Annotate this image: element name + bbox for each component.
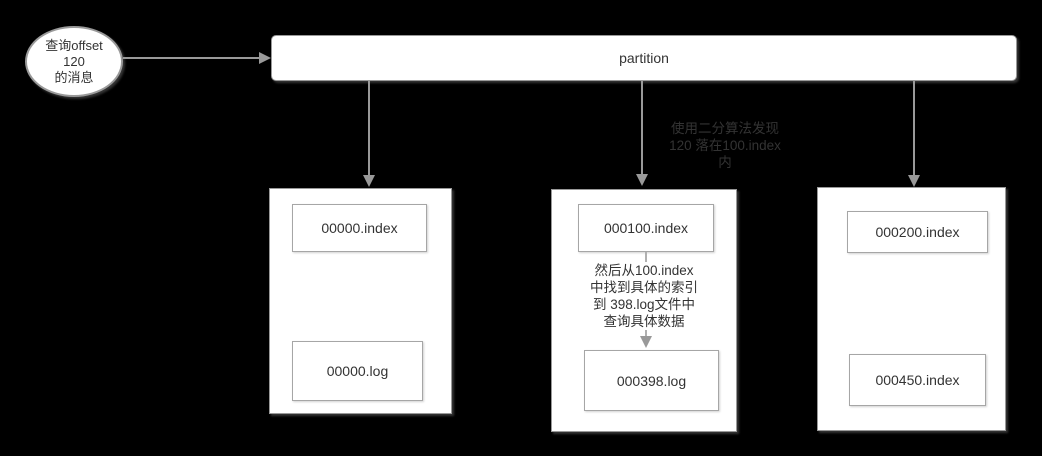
binary-search-note-line-1: 使用二分算法发现: [671, 121, 779, 136]
binary-search-note-line-2: 120 落在100.index: [669, 138, 781, 153]
arrow-query-to-partition-line: [123, 57, 259, 59]
arrow-partition-to-segment-3-head: [908, 175, 920, 187]
file-label: 000200.index: [875, 224, 960, 240]
arrow-index-to-log-head: [640, 336, 652, 348]
file-node-00000-index: 00000.index: [292, 204, 427, 252]
lookup-note-line-4: 查询具体数据: [603, 314, 685, 329]
file-label: 000450.index: [875, 372, 960, 388]
arrow-query-to-partition-head: [259, 52, 271, 64]
file-node-000450-index: 000450.index: [849, 354, 986, 406]
file-node-000398-log: 000398.log: [584, 350, 719, 411]
file-node-000100-index: 000100.index: [578, 204, 714, 252]
lookup-note-line-1: 然后从100.index: [594, 263, 694, 278]
segment-box-3: 000200.index 000450.index: [817, 187, 1006, 431]
binary-search-note-line-3: 内: [718, 155, 732, 170]
file-label: 00000.index: [321, 220, 398, 236]
file-label: 000398.log: [616, 372, 687, 389]
segment-box-1: 00000.index 00000.log: [269, 188, 452, 414]
lookup-note-line-2: 中找到具体的索引: [590, 280, 698, 295]
query-offset-line-1: 查询offset: [45, 37, 103, 53]
file-label: 000100.index: [603, 220, 689, 236]
binary-search-note: 使用二分算法发现 120 落在100.index 内: [645, 120, 805, 171]
query-offset-node: 查询offset 120 的消息: [25, 26, 123, 97]
lookup-note: 然后从100.index 中找到具体的索引 到 398.log文件中 查询具体数…: [562, 262, 726, 330]
query-offset-line-3: 的消息: [54, 69, 94, 85]
segment-box-2: 000100.index 然后从100.index 中找到具体的索引 到 398…: [551, 189, 737, 432]
lookup-note-line-3: 到 398.log文件中: [592, 297, 696, 312]
file-node-000200-index: 000200.index: [847, 211, 988, 253]
file-label: 00000.log: [326, 363, 389, 379]
file-node-00000-log: 00000.log: [292, 341, 423, 401]
arrow-partition-to-segment-1-head: [363, 175, 375, 187]
arrow-partition-to-segment-2-head: [636, 174, 648, 186]
partition-label: partition: [619, 50, 669, 66]
arrow-partition-to-segment-2-line: [641, 81, 643, 174]
arrow-partition-to-segment-3-line: [913, 81, 915, 175]
query-offset-line-2: 120: [63, 53, 85, 69]
partition-node: partition: [271, 35, 1017, 81]
arrow-partition-to-segment-1-line: [368, 81, 370, 175]
